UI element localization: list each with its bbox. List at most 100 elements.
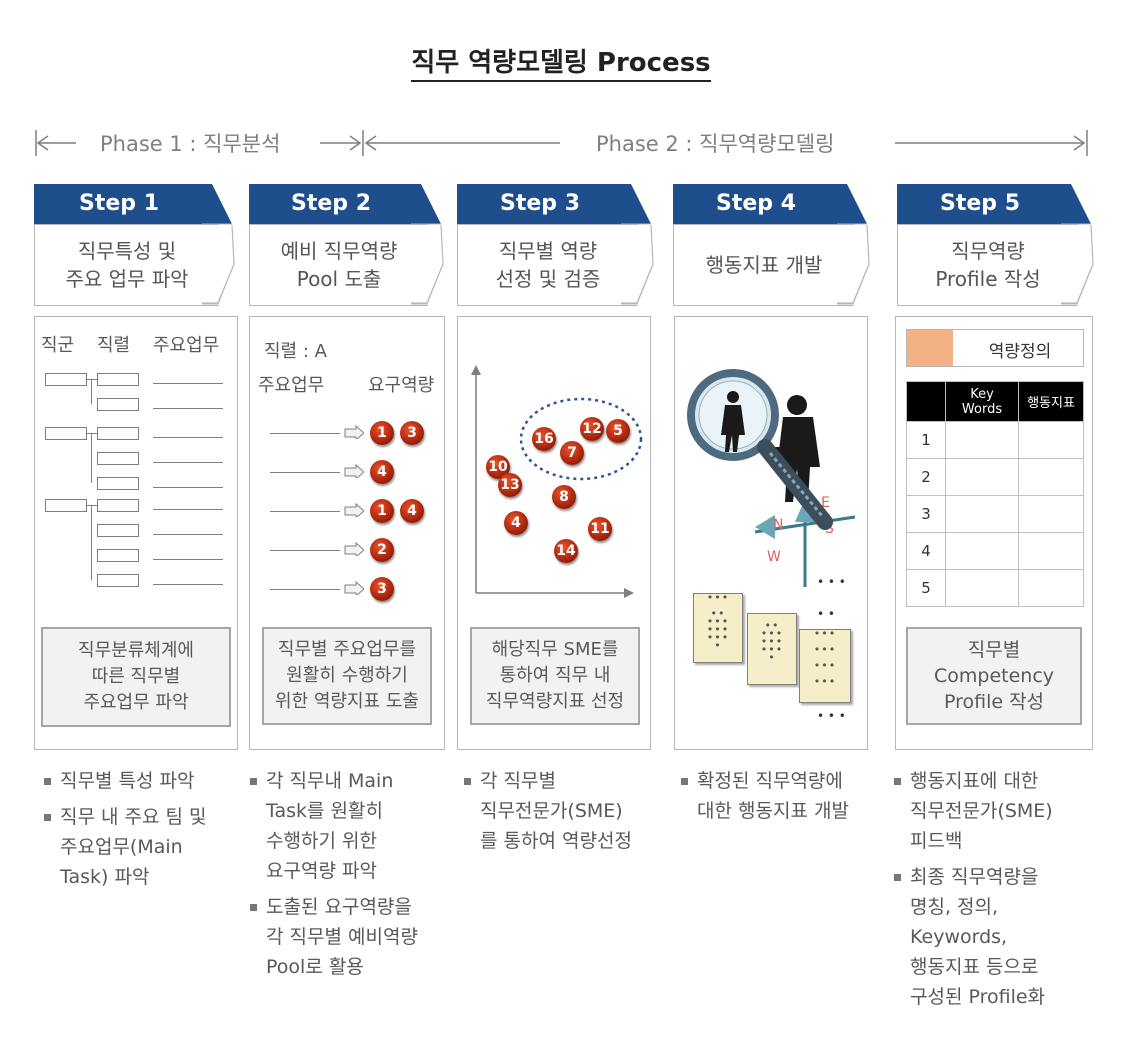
right-arrow-icon — [344, 425, 364, 439]
tree-line — [87, 433, 97, 434]
compass-w: W — [767, 549, 781, 565]
row-number: 3 — [906, 495, 946, 533]
job-group-box — [45, 427, 87, 440]
bullets-step2: 각 직무내 Main Task를 원활히 수행하기 위한 요구역량 파악 도출된… — [246, 766, 456, 988]
ellipsis-icon: • • — [817, 607, 835, 621]
bullet-item: 행동지표에 대한 직무전문가(SME) 피드백 — [890, 766, 1100, 856]
header-required-competency: 요구역량 — [368, 375, 435, 396]
magnifier-illustration: N E S W — [687, 369, 856, 587]
profile-row: 1 — [906, 421, 1084, 459]
step-5-arrow-shape — [1061, 184, 1094, 305]
step2-summary: 직무별 주요업무를 원활히 수행하기 위한 역량지표 도출 — [262, 627, 432, 725]
ellipsis-icon: • • • — [817, 575, 846, 589]
job-series-box — [97, 477, 139, 490]
scatter-axes — [471, 365, 643, 598]
col-keywords: Key Words — [945, 381, 1019, 422]
bullet-item: 각 직무별 직무전문가(SME) 를 통하여 역량선정 — [460, 766, 670, 856]
competency-ball: 3 — [400, 421, 424, 445]
profile-row: 4 — [906, 532, 1084, 570]
task-line — [270, 472, 340, 473]
col-indicator: 행동지표 — [1018, 381, 1084, 422]
task-line — [153, 487, 223, 488]
document-icon: •••••••••••• — [799, 628, 851, 703]
bullets-step1: 직무별 특성 파악 직무 내 주요 팀 및 주요업무(Main Task) 파악 — [40, 766, 240, 898]
legend-swatch — [907, 330, 953, 366]
profile-row: 3 — [906, 495, 1084, 533]
empty-cell — [945, 458, 1019, 496]
competency-point: 7 — [560, 441, 584, 465]
bullets-step4: 확정된 직무역량에 대한 행동지표 개발 — [677, 766, 887, 832]
competency-point: 16 — [532, 427, 556, 451]
bullet-item: 각 직무내 Main Task를 원활히 수행하기 위한 요구역량 파악 — [246, 766, 456, 886]
bullet-item: 도출된 요구역량을 각 직무별 예비역량 Pool로 활용 — [246, 892, 456, 982]
page-title: 직무 역량모델링 Process — [0, 42, 1122, 82]
competency-ball: 1 — [370, 421, 394, 445]
tree-line — [91, 505, 92, 580]
competency-ball: 3 — [370, 577, 394, 601]
empty-cell — [945, 532, 1019, 570]
competency-ball: 2 — [370, 538, 394, 562]
empty-cell — [1018, 458, 1084, 496]
task-line — [153, 437, 223, 438]
step-2-description: 예비 직무역량 Pool 도출 — [249, 224, 428, 306]
job-series-box — [97, 373, 139, 386]
document-icon: •••••••••••• — [747, 613, 797, 685]
competency-point: 12 — [580, 417, 604, 441]
phase-2-label: Phase 2 : 직무역량모델링 — [596, 132, 835, 156]
empty-cell — [1018, 421, 1084, 459]
panel-step4: N E S W ••••••••••••••• •••••••••••• •••… — [674, 316, 868, 750]
task-line — [270, 550, 340, 551]
row-number: 4 — [906, 532, 946, 570]
job-series-label: 직렬 : A — [264, 341, 327, 362]
tree-line — [91, 379, 92, 404]
bullet-item: 직무 내 주요 팀 및 주요업무(Main Task) 파악 — [40, 802, 240, 892]
empty-cell — [1018, 495, 1084, 533]
job-series-box — [97, 574, 139, 587]
competency-point: 4 — [504, 511, 528, 535]
tree-line — [87, 505, 97, 506]
header-main-task: 주요업무 — [153, 335, 220, 356]
empty-cell — [945, 421, 1019, 459]
step-2-tab: Step 2 — [249, 184, 413, 224]
compass-n: N — [773, 517, 783, 533]
bullet-item: 최종 직무역량을 명칭, 정의, Keywords, 행동지표 등으로 구성된 … — [890, 862, 1100, 1012]
tree-line — [91, 433, 92, 483]
competency-ball: 4 — [370, 460, 394, 484]
step-3-tab: Step 3 — [457, 184, 623, 224]
empty-cell — [1018, 532, 1084, 570]
step5-summary: 직무별 Competency Profile 작성 — [906, 627, 1082, 725]
task-line — [153, 584, 223, 585]
compass-e: E — [821, 495, 830, 511]
competency-ball: 4 — [400, 499, 424, 523]
task-line — [153, 534, 223, 535]
bullets-step5: 행동지표에 대한 직무전문가(SME) 피드백 최종 직무역량을 명칭, 정의,… — [890, 766, 1100, 1018]
competency-point: 8 — [552, 485, 576, 509]
step-1-tab: Step 1 — [34, 184, 204, 224]
row-number: 2 — [906, 458, 946, 496]
row-number: 5 — [906, 569, 946, 607]
task-line — [270, 589, 340, 590]
empty-cell — [945, 495, 1019, 533]
job-series-box — [97, 524, 139, 537]
task-line — [153, 462, 223, 463]
step3-summary: 해당직무 SME를 통하여 직무 내 직무역량지표 선정 — [470, 627, 640, 725]
bullet-item: 확정된 직무역량에 대한 행동지표 개발 — [677, 766, 887, 826]
step-3-arrow-shape — [621, 184, 654, 305]
step-3-description: 직무별 역량 선정 및 검증 — [457, 224, 638, 306]
competency-point: 11 — [588, 517, 612, 541]
step-4-arrow-shape — [837, 184, 870, 305]
job-series-box — [97, 398, 139, 411]
header-job-group: 직군 — [41, 335, 75, 356]
job-group-box — [45, 373, 87, 386]
task-line — [153, 559, 223, 560]
ellipsis-icon: • • • — [817, 709, 846, 723]
competency-ball: 1 — [370, 499, 394, 523]
task-line — [153, 509, 223, 510]
bullet-item: 직무별 특성 파악 — [40, 766, 240, 796]
right-arrow-icon — [344, 503, 364, 517]
document-icon: ••••••••••••••• — [693, 592, 743, 663]
